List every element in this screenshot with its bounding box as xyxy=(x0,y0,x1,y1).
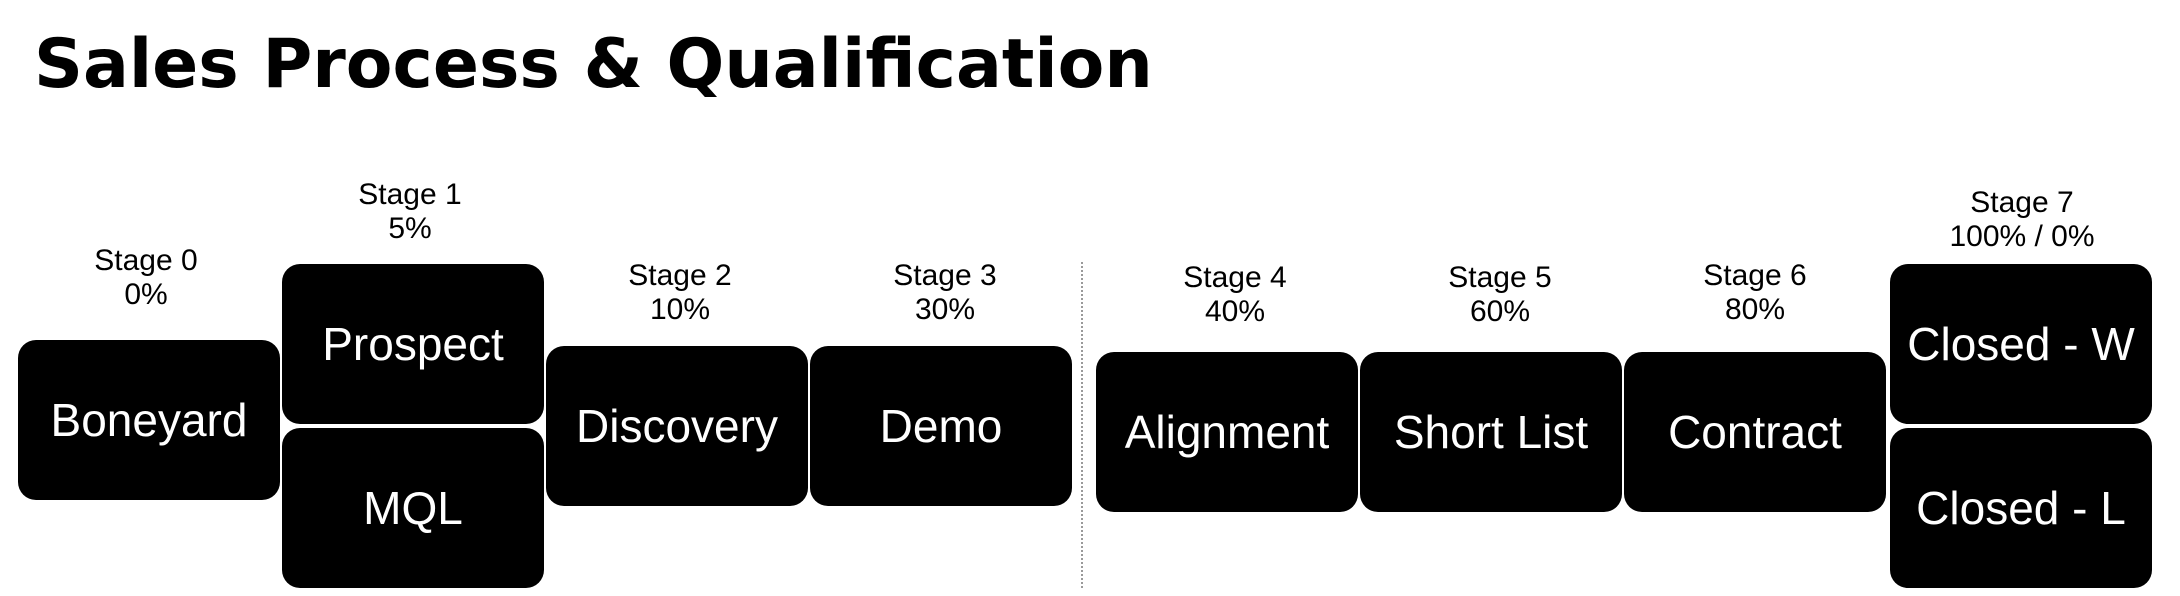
stage-2-label: Stage 2 10% xyxy=(610,259,750,327)
stage-2-name: Stage 2 xyxy=(628,259,732,292)
page-title: Sales Process & Qualification xyxy=(34,25,1153,104)
closed-lost-box[interactable]: Closed - L xyxy=(1890,428,2152,588)
closed-won-box[interactable]: Closed - W xyxy=(1890,264,2152,424)
stage-3-percent: 30% xyxy=(914,293,976,326)
short-list-box[interactable]: Short List xyxy=(1360,352,1622,512)
stage-6-percent: 80% xyxy=(1724,293,1786,326)
stage-0-percent: 0% xyxy=(124,278,168,311)
stage-4-name: Stage 4 xyxy=(1183,261,1287,294)
stage-1-name: Stage 1 xyxy=(358,178,462,211)
discovery-box[interactable]: Discovery xyxy=(546,346,808,506)
stage-5-percent: 60% xyxy=(1469,295,1531,328)
stage-7-name: Stage 7 xyxy=(1970,186,2074,219)
stage-3-label: Stage 3 30% xyxy=(875,259,1015,327)
contract-box[interactable]: Contract xyxy=(1624,352,1886,512)
stage-7-label: Stage 7 100% / 0% xyxy=(1922,186,2122,254)
stage-1-percent: 5% xyxy=(388,212,432,245)
stage-divider xyxy=(1081,262,1083,588)
stage-7-percent: 100% / 0% xyxy=(1949,220,2095,253)
stage-5-label: Stage 5 60% xyxy=(1430,261,1570,329)
stage-6-name: Stage 6 xyxy=(1703,259,1807,292)
stage-1-label: Stage 1 5% xyxy=(340,178,480,246)
stage-4-percent: 40% xyxy=(1204,295,1266,328)
stage-3-name: Stage 3 xyxy=(893,259,997,292)
stage-0-name: Stage 0 xyxy=(94,244,198,277)
stage-6-label: Stage 6 80% xyxy=(1685,259,1825,327)
alignment-box[interactable]: Alignment xyxy=(1096,352,1358,512)
stage-0-label: Stage 0 0% xyxy=(76,244,216,312)
stage-5-name: Stage 5 xyxy=(1448,261,1552,294)
stage-2-percent: 10% xyxy=(649,293,711,326)
boneyard-box[interactable]: Boneyard xyxy=(18,340,280,500)
stage-4-label: Stage 4 40% xyxy=(1165,261,1305,329)
demo-box[interactable]: Demo xyxy=(810,346,1072,506)
prospect-box[interactable]: Prospect xyxy=(282,264,544,424)
mql-box[interactable]: MQL xyxy=(282,428,544,588)
